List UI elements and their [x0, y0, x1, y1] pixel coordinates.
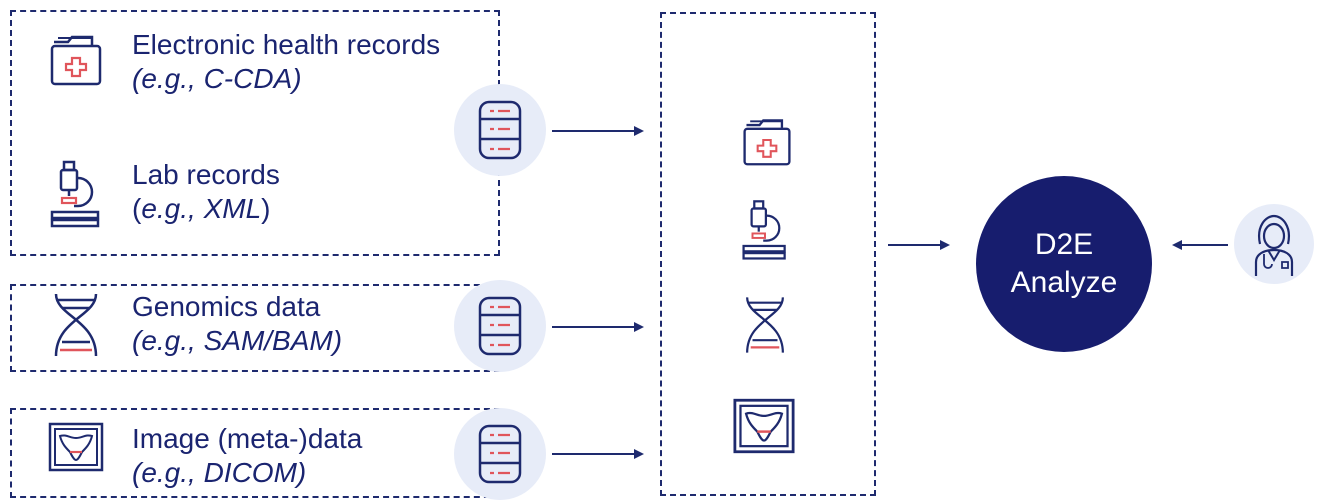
microscope-icon	[50, 160, 100, 228]
database-ehr-lab	[454, 84, 546, 176]
source-genomics-title: Genomics data	[132, 291, 321, 322]
source-lab-example: (e.g., XML)	[132, 193, 271, 224]
folder-medical-icon	[50, 35, 102, 86]
dna-icon	[54, 293, 98, 357]
source-ehr-example: (e.g., C-CDA)	[132, 63, 302, 94]
source-image-example: (e.g., DICOM)	[132, 457, 307, 488]
xray-pelvis-icon	[48, 422, 104, 472]
arrow-genomics-to-store	[552, 322, 644, 332]
database-icon	[478, 100, 522, 160]
database-icon	[478, 296, 522, 356]
database-image	[454, 408, 546, 500]
integrated-store-box	[660, 12, 876, 496]
xray-pelvis-icon	[733, 398, 795, 454]
arrow-store-to-analyze	[888, 240, 950, 250]
dna-icon	[746, 297, 784, 353]
source-ehr-title: Electronic health records	[132, 29, 441, 60]
doctor-icon	[1254, 214, 1294, 276]
analyze-line2: Analyze	[1010, 266, 1118, 299]
doctor-user	[1234, 204, 1314, 284]
database-icon	[478, 424, 522, 484]
arrow-doctor-to-analyze	[1172, 240, 1228, 250]
source-image-title: Image (meta-)data	[132, 423, 363, 454]
source-genomics-example: (e.g., SAM/BAM)	[132, 325, 343, 356]
source-lab: Lab records (e.g., XML)	[48, 158, 280, 228]
source-ehr: Electronic health records (e.g., C-CDA)	[48, 28, 440, 96]
microscope-icon	[742, 200, 786, 260]
source-lab-title: Lab records	[132, 159, 280, 190]
analyze-line1: D2E	[1034, 228, 1094, 261]
folder-medical-icon	[743, 119, 791, 166]
source-image: Image (meta-)data (e.g., DICOM)	[48, 422, 362, 490]
arrow-image-to-store	[552, 449, 644, 459]
d2e-analyze-node: D2E Analyze	[976, 176, 1152, 352]
database-genomics	[454, 280, 546, 372]
arrow-ehr-to-store	[552, 126, 644, 136]
source-genomics: Genomics data (e.g., SAM/BAM)	[48, 290, 342, 360]
